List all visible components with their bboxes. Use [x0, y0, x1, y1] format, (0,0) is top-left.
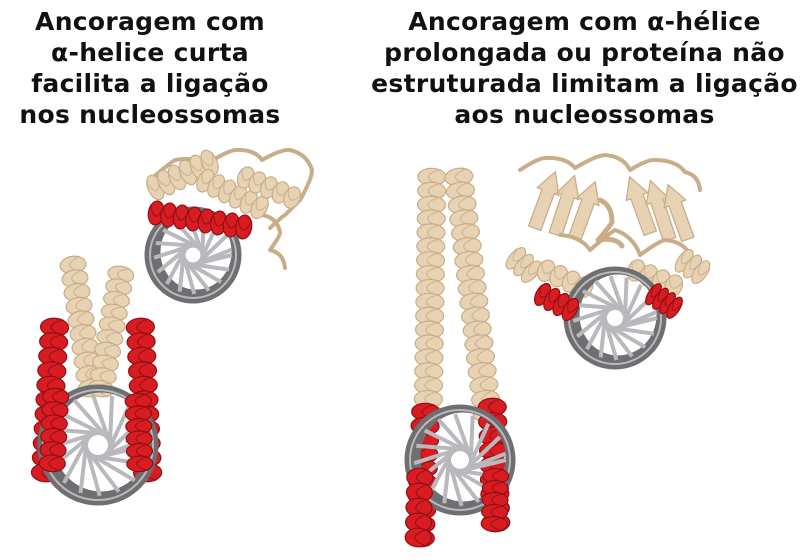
nucleosome-d	[567, 270, 663, 366]
anchor-helix-turn	[127, 456, 153, 472]
anchor-helix-turn	[481, 516, 507, 532]
protein-helix	[444, 167, 502, 424]
anchor-helix	[405, 468, 433, 547]
anchor-helix	[481, 468, 509, 532]
anchor-helix-turn	[405, 528, 431, 547]
protein-helix	[503, 244, 545, 285]
protein-helix	[414, 168, 446, 422]
protein-coil	[598, 200, 622, 246]
